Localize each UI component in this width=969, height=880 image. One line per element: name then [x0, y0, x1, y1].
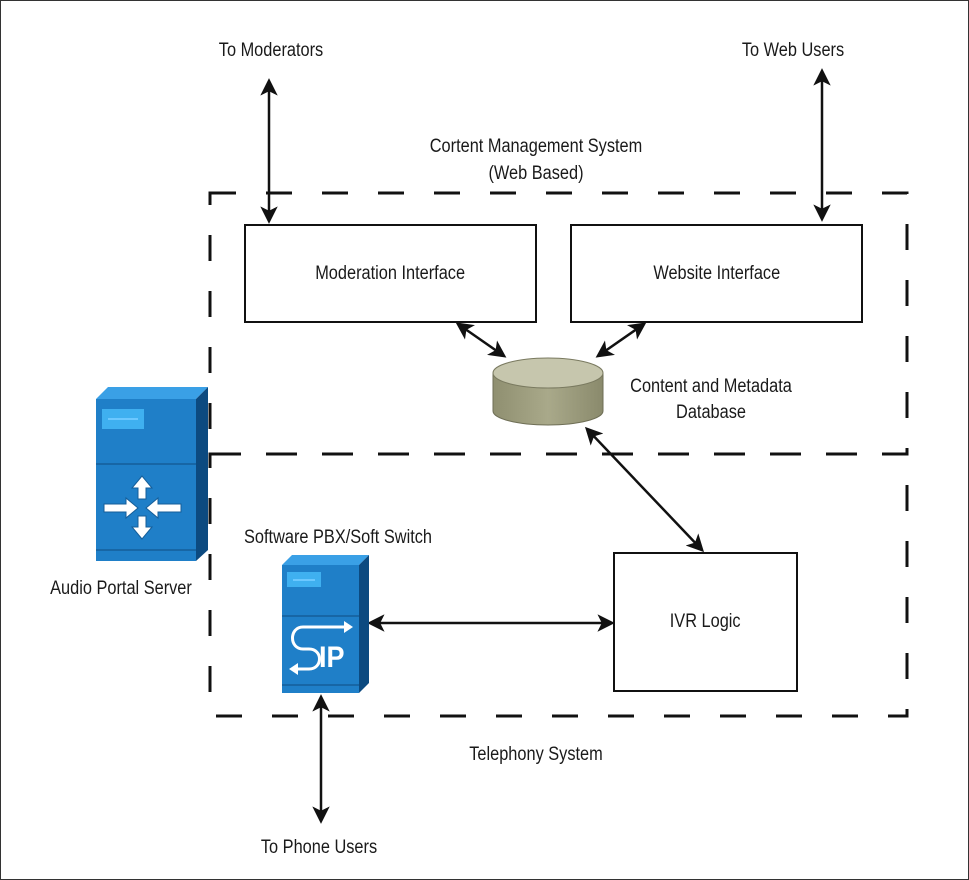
telephony-system-title: Telephony System	[469, 744, 603, 765]
arrow-website-db	[595, 322, 647, 358]
router-arrows-icon	[103, 475, 182, 540]
telephony-region-border	[208, 452, 909, 718]
arrow-moderation-db	[455, 322, 507, 358]
to-web-users-label: To Web Users	[741, 40, 845, 61]
pbx-server-icon	[282, 555, 369, 693]
database-label-line2: Database	[676, 402, 746, 423]
moderation-interface-box[interactable]: Moderation Interface	[244, 224, 537, 323]
audio-portal-server-icon	[96, 387, 208, 561]
pbx-label: Software PBX/Soft Switch	[244, 527, 432, 548]
cms-title-line2: (Web Based)	[488, 163, 584, 184]
website-interface-box[interactable]: Website Interface	[570, 224, 863, 323]
website-interface-label: Website Interface	[653, 262, 780, 284]
ivr-logic-label: IVR Logic	[670, 611, 741, 632]
database-label-line1: Content and Metadata	[630, 376, 792, 397]
ivr-logic-box[interactable]: IVR Logic	[613, 552, 798, 692]
cms-title-line1: Cortent Management System	[429, 136, 643, 157]
sip-arrows-icon	[289, 621, 353, 675]
moderation-interface-label: Moderation Interface	[315, 262, 466, 284]
audio-portal-server-label: Audio Portal Server	[50, 578, 192, 599]
to-phone-users-label: To Phone Users	[260, 837, 378, 858]
to-moderators-label: To Moderators	[218, 40, 324, 61]
database-icon	[492, 357, 604, 426]
arrow-db-ivr	[584, 426, 705, 553]
sip-badge-label: IP	[319, 641, 345, 674]
